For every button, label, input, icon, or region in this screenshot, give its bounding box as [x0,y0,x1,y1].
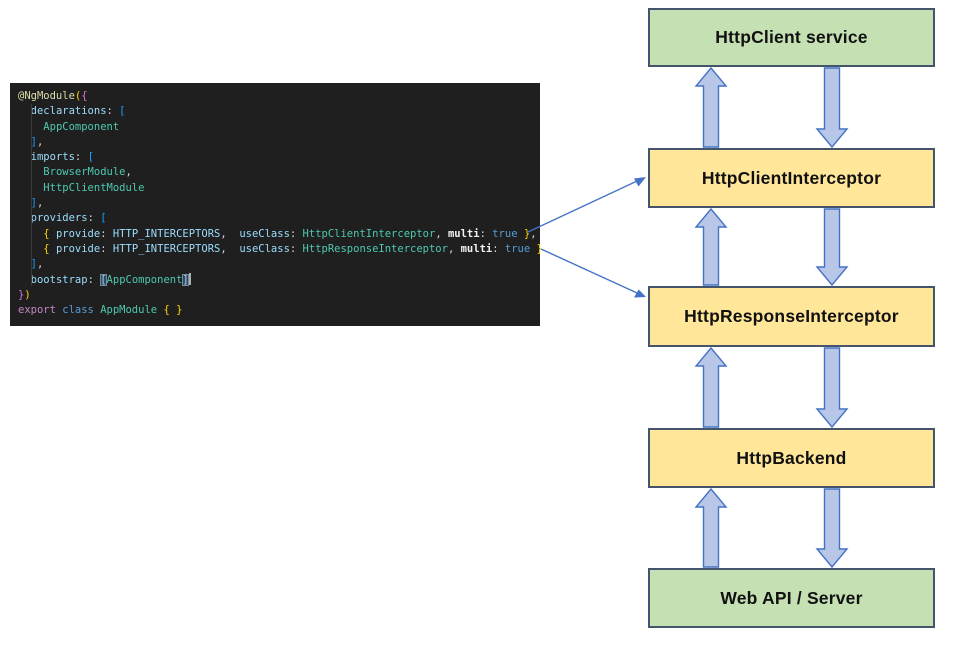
code-line: imports: [ [30,151,94,164]
code-editor-lines: @NgModule({ declarations: [ AppComponent… [18,89,543,318]
code-line: { provide: HTTP_INTERCEPTORS, useClass: … [43,242,543,255]
up-arrow [694,66,728,148]
down-arrow [815,488,849,569]
code-editor: @NgModule({ declarations: [ AppComponent… [10,83,543,326]
flow-box-label: Web API / Server [720,587,863,608]
flow-box-label: HttpClientInterceptor [701,167,882,188]
indent-guide [31,104,32,286]
down-arrow [815,347,849,429]
down-arrow [815,67,849,149]
code-line: export class AppModule { } [18,304,183,317]
up-arrow [694,207,728,286]
code-line: declarations: [ [30,105,126,118]
down-arrow [815,208,849,287]
code-line: HttpClientModule [43,181,145,194]
connector-arrowhead [634,289,646,298]
flow-box-label: HttpClient service [715,27,868,47]
flow-box-httpbackend: HttpBackend [648,428,935,488]
code-line: providers: [ [30,212,107,225]
code-line: AppComponent [43,120,120,133]
up-arrow [694,346,728,428]
code-connector-response-interceptor [540,248,638,294]
code-line: @NgModule({ [18,90,88,102]
flow-box-httpclient-service: HttpClient service [648,8,935,67]
code-line: ], [30,197,44,210]
code-line: }) [18,288,31,301]
connector-arrowhead [634,177,646,187]
flow-box-label: HttpResponseInterceptor [684,306,899,326]
code-line: bootstrap: [AppComponent] [30,272,191,286]
up-arrow [694,487,728,568]
code-line: ], [30,258,44,271]
code-line: { provide: HTTP_INTERCEPTORS, useClass: … [43,227,537,240]
flow-box-web-api-server: Web API / Server [648,568,935,628]
code-line: BrowserModule, [43,166,132,179]
flow-box-httpresponse-interceptor: HttpResponseInterceptor [648,286,935,347]
flow-box-httpclient-interceptor: HttpClientInterceptor [648,148,935,208]
flow-box-label: HttpBackend [736,447,847,468]
code-line: ], [30,135,44,148]
code-connector-client-interceptor [527,180,638,233]
